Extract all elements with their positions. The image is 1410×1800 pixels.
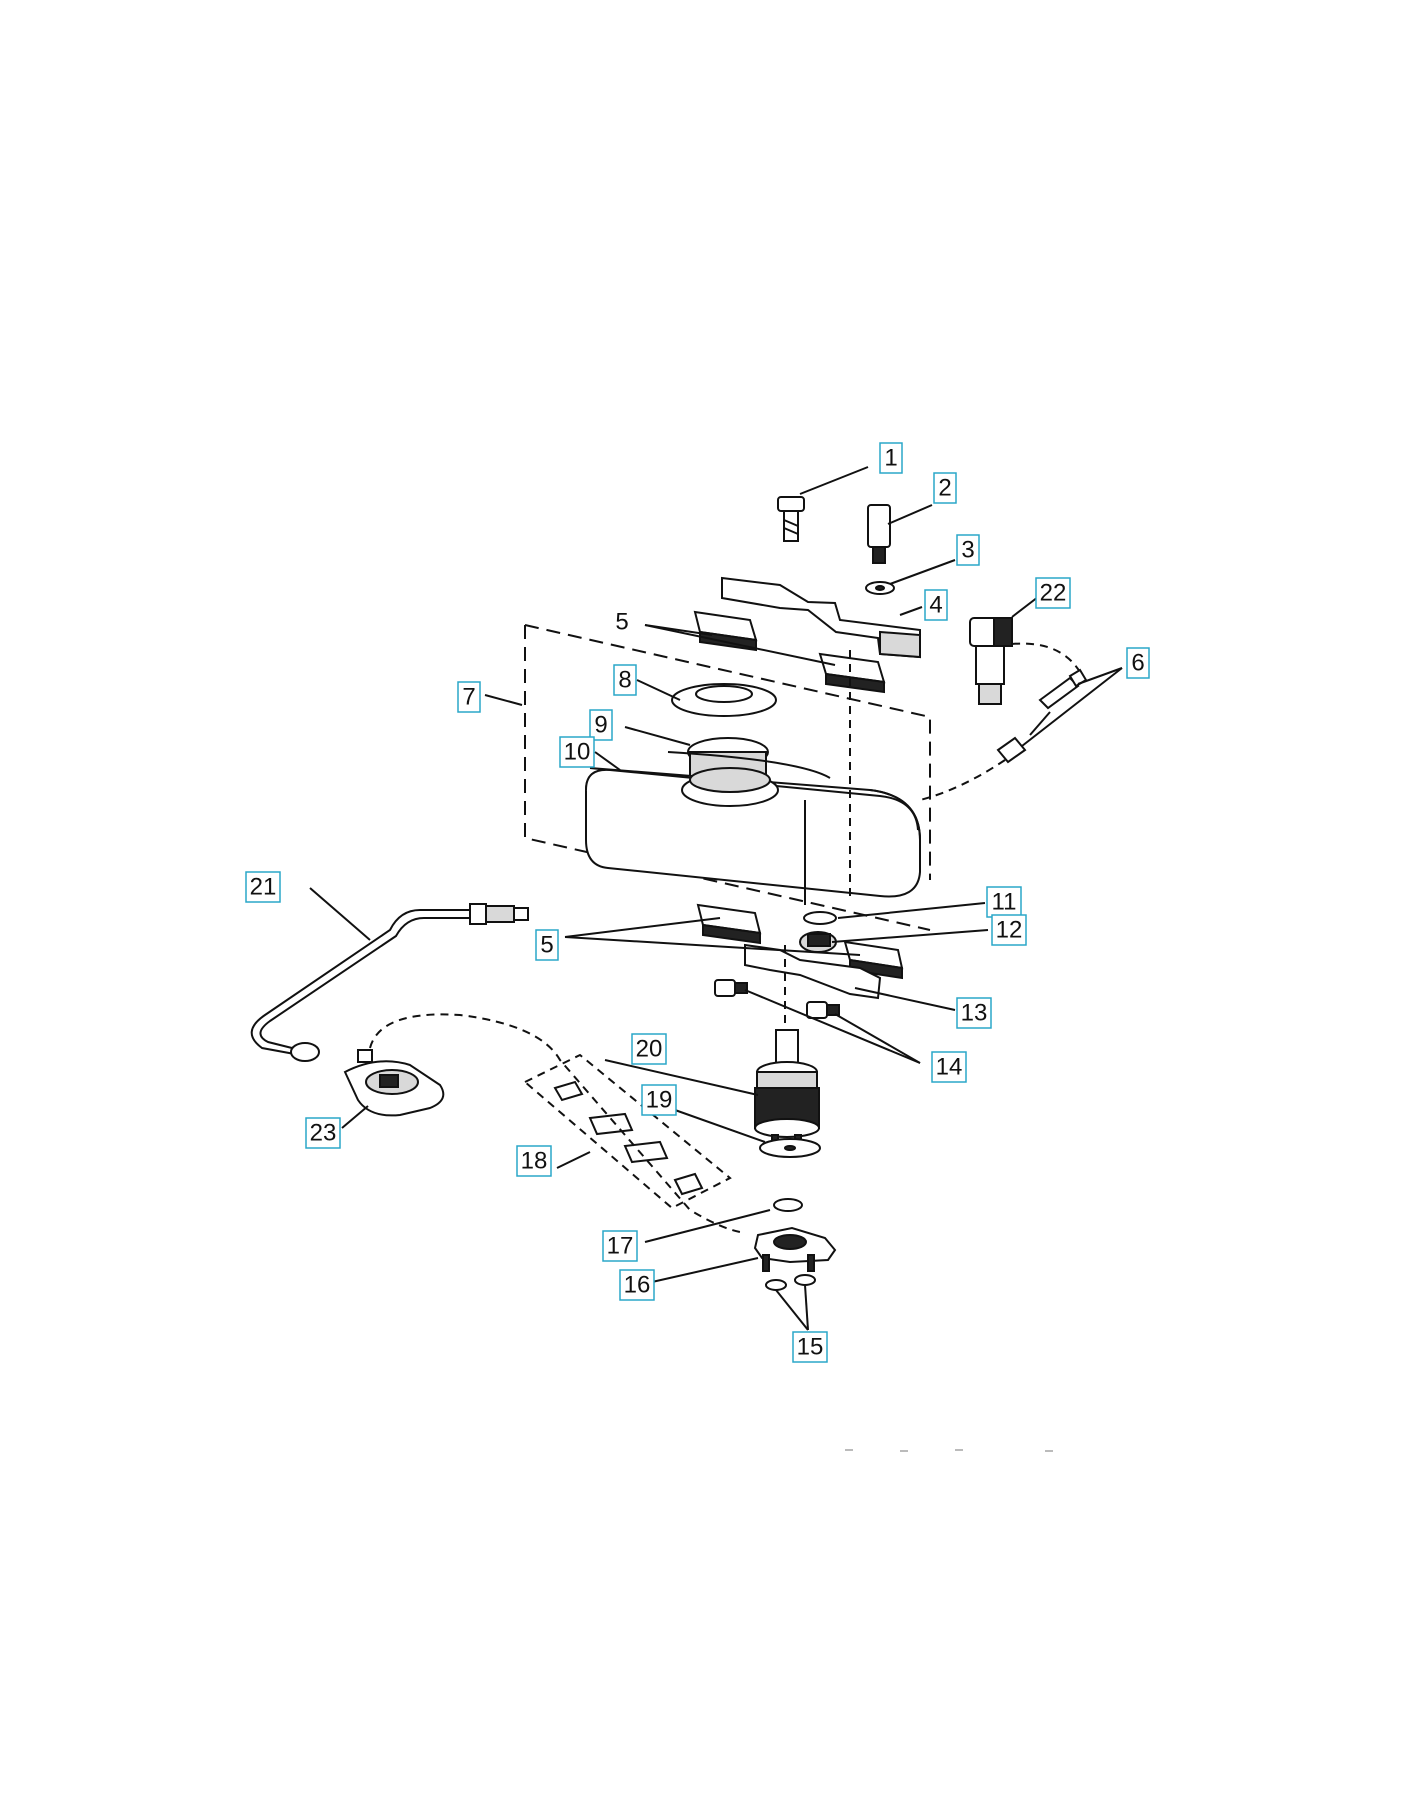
part-22-fuel-valve xyxy=(969,617,1013,705)
callout-18-text: 18 xyxy=(521,1148,548,1175)
part-3-washer xyxy=(865,581,895,595)
part-20-fuel-filter xyxy=(754,1029,820,1156)
part-11-12-grommet xyxy=(799,911,837,953)
tank-assembly-outline xyxy=(524,624,931,931)
part-19-gasket xyxy=(759,1138,821,1158)
callout-4: 4 xyxy=(924,589,948,621)
callout-6: 6 xyxy=(1126,647,1150,679)
callout-17-text: 17 xyxy=(607,1233,634,1260)
callout-2-text: 2 xyxy=(938,475,951,502)
callout-8: 8 xyxy=(613,664,637,696)
callout-9-text: 9 xyxy=(594,712,607,739)
callout-10-text: 10 xyxy=(564,739,591,766)
callout-21-text: 21 xyxy=(250,874,277,901)
callout-17: 17 xyxy=(602,1230,638,1262)
callout-9: 9 xyxy=(589,709,613,741)
part-16-pump-plate xyxy=(753,1226,837,1272)
callout-11: 11 xyxy=(986,886,1022,918)
callout-11-text: 11 xyxy=(992,889,1017,916)
callout-13-text: 13 xyxy=(961,1000,988,1027)
callout-23-text: 23 xyxy=(310,1120,337,1147)
callout-14: 14 xyxy=(931,1051,967,1083)
callout-19: 19 xyxy=(641,1084,677,1116)
callout-14-text: 14 xyxy=(936,1054,963,1081)
callout-12: 12 xyxy=(991,914,1027,946)
part-15-washers xyxy=(765,1274,816,1291)
callout-15-text: 15 xyxy=(797,1334,824,1361)
callout-4-text: 4 xyxy=(929,592,942,619)
callout-3: 3 xyxy=(956,534,980,566)
callout-16-text: 16 xyxy=(624,1272,651,1299)
callout-5-bottom: 5 xyxy=(535,929,559,961)
part-2-spacer-bolt xyxy=(867,504,891,564)
callout-5-top: 5 xyxy=(615,609,628,636)
callout-1-text: 1 xyxy=(884,445,897,472)
callout-5-top-text: 5 xyxy=(615,609,628,636)
part-21-fuel-pipe xyxy=(250,903,529,1062)
callout-19-text: 19 xyxy=(646,1087,673,1114)
part-14-bolts xyxy=(714,979,840,1019)
callout-7-text: 7 xyxy=(462,684,475,711)
callout-3-text: 3 xyxy=(961,537,974,564)
callout-1: 1 xyxy=(879,442,903,474)
callout-15: 15 xyxy=(792,1331,828,1363)
part-5-pads-top xyxy=(693,610,886,694)
callout-13: 13 xyxy=(956,997,992,1029)
callout-22: 22 xyxy=(1035,577,1071,609)
callout-10: 10 xyxy=(559,736,595,768)
pump-hose xyxy=(369,1013,741,1233)
callout-7: 7 xyxy=(457,681,481,713)
callout-5-bottom-text: 5 xyxy=(540,932,553,959)
part-1-bolt xyxy=(777,496,805,542)
callout-22-text: 22 xyxy=(1040,580,1067,607)
part-6-fuel-line xyxy=(919,642,1088,801)
callout-20: 20 xyxy=(631,1033,667,1065)
leader-lines xyxy=(309,466,1123,1331)
callout-20-text: 20 xyxy=(636,1036,663,1063)
part-13-lower-bracket xyxy=(744,943,882,1000)
callout-23: 23 xyxy=(305,1117,341,1149)
scan-artifacts xyxy=(845,1449,1053,1452)
part-5-pads-bottom xyxy=(696,903,904,980)
callout-12-text: 12 xyxy=(996,917,1023,944)
part-7-fuel-tank xyxy=(585,751,921,905)
part-23-fuel-pump xyxy=(343,1049,445,1117)
part-17-o-ring xyxy=(773,1198,803,1212)
callout-21: 21 xyxy=(245,871,281,903)
callout-8-text: 8 xyxy=(618,667,631,694)
part-4-bracket xyxy=(721,576,921,659)
callout-16: 16 xyxy=(619,1269,655,1301)
part-18-gasket-kit xyxy=(523,1053,732,1210)
part-8-cap xyxy=(671,683,777,717)
callout-18: 18 xyxy=(516,1145,552,1177)
callout-2: 2 xyxy=(933,472,957,504)
callout-6-text: 6 xyxy=(1131,650,1144,677)
